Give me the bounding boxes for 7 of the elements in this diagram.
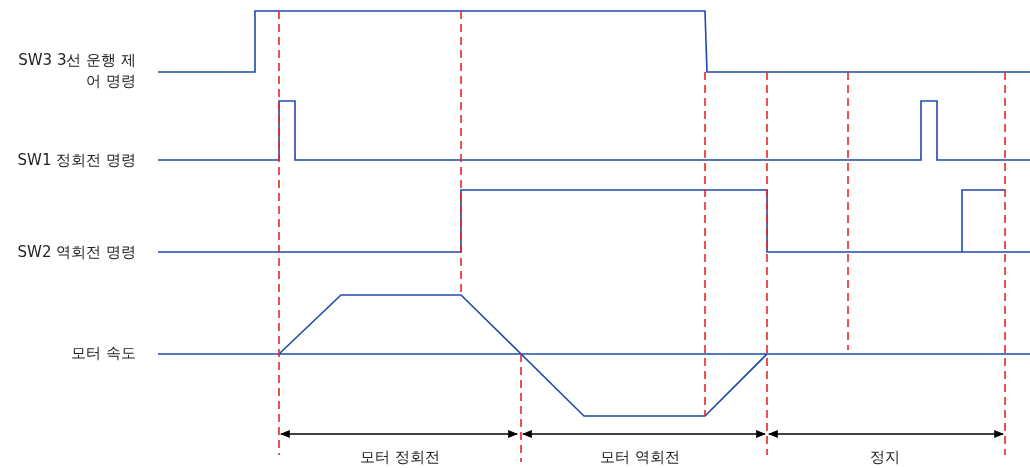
signal-label: 모터 속도 (70, 343, 136, 364)
phase-label: 정지 (869, 447, 901, 468)
signal-label: SW3 3선 운행 제어 명령 (17, 50, 136, 92)
phase-label: 모터 역회전 (599, 447, 681, 468)
phase-label: 모터 정회전 (359, 447, 441, 468)
signal-label: SW2 역회전 명령 (16, 242, 136, 263)
signal-label: SW1 정회전 명령 (16, 150, 136, 171)
